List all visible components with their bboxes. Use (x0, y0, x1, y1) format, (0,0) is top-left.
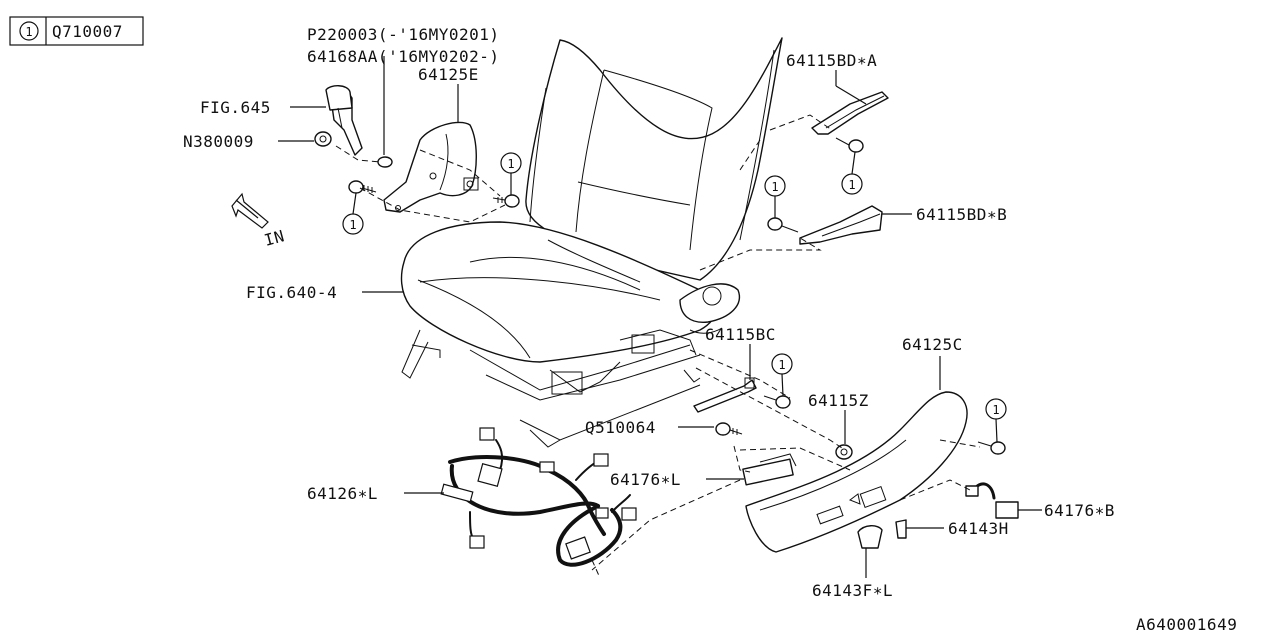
screw-bd-a (835, 137, 864, 153)
label-64125c: 64125C (902, 335, 963, 354)
screw-bd-b (767, 217, 799, 233)
label-fig640-4: FIG.640-4 (246, 283, 337, 302)
wire-harness-64126-l (440, 427, 637, 567)
label-64143h: 64143H (948, 519, 1009, 538)
label-64115bc: 64115BC (705, 325, 776, 344)
label-64115bd-b: 64115BD∗B (916, 205, 1007, 224)
callout-1-b: 1 (500, 152, 522, 195)
callout-circle-icon (19, 21, 39, 41)
connector-64176-l (742, 453, 797, 486)
svg-text:1: 1 (507, 157, 514, 171)
callout-1-d: 1 (764, 175, 786, 218)
label-64168aa: 64168AA('16MY0202-) (307, 47, 500, 66)
cover-64125e (383, 121, 479, 213)
connector-64176-b (965, 482, 1019, 519)
label-64115bd-a: 64115BD∗A (786, 51, 877, 70)
header-callout-part: Q710007 (52, 22, 123, 41)
label-64143f-l: 64143F∗L (812, 581, 893, 600)
label-64115z: 64115Z (808, 391, 869, 410)
label-p220003: P220003(-'16MY0201) (307, 25, 500, 44)
diagram-id: A640001649 (1136, 615, 1237, 634)
label-n380009: N380009 (183, 132, 254, 151)
knob-64143f-l (857, 525, 883, 549)
svg-text:1: 1 (771, 180, 778, 194)
belt-anchor (325, 85, 363, 156)
callout-1-e: 1 (771, 353, 793, 397)
seat-cushion (400, 221, 717, 363)
callout-1-a: 1 (342, 192, 364, 235)
bracket-64115bd-b (799, 205, 883, 245)
callout-1-f: 1 (985, 398, 1007, 443)
label-64126-l: 64126∗L (307, 484, 378, 503)
header-callout: 1 Q710007 (9, 16, 144, 46)
label-64125e: 64125E (418, 65, 479, 84)
side-cover-64125c (745, 391, 968, 553)
callout-1-c: 1 (841, 151, 863, 195)
seat-assembly (400, 37, 783, 448)
svg-text:1: 1 (848, 178, 855, 192)
label-64176-b: 64176∗B (1044, 501, 1115, 520)
leader-lines (278, 56, 1042, 578)
assembly-lines (335, 114, 981, 579)
screw-q510064 (715, 422, 743, 436)
label-64176-l: 64176∗L (610, 470, 681, 489)
washer-64168aa (377, 156, 393, 168)
seat-back (525, 37, 783, 281)
direction-label: IN (262, 226, 286, 250)
nut-n380009 (314, 131, 332, 147)
header-callout-mark: 1 (25, 25, 32, 39)
svg-text:1: 1 (778, 358, 785, 372)
label-fig645: FIG.645 (200, 98, 271, 117)
label-q510064: Q510064 (585, 418, 656, 437)
bolt-cover (492, 194, 520, 208)
svg-text:1: 1 (992, 403, 999, 417)
screw-64125c (977, 441, 1006, 455)
knob-64143h (895, 519, 907, 539)
svg-text:1: 1 (349, 218, 356, 232)
bracket-64115bd-a (811, 91, 889, 135)
clip-64115z (835, 444, 853, 460)
bolt-left (348, 180, 377, 194)
direction-arrow-icon: IN (231, 192, 287, 250)
